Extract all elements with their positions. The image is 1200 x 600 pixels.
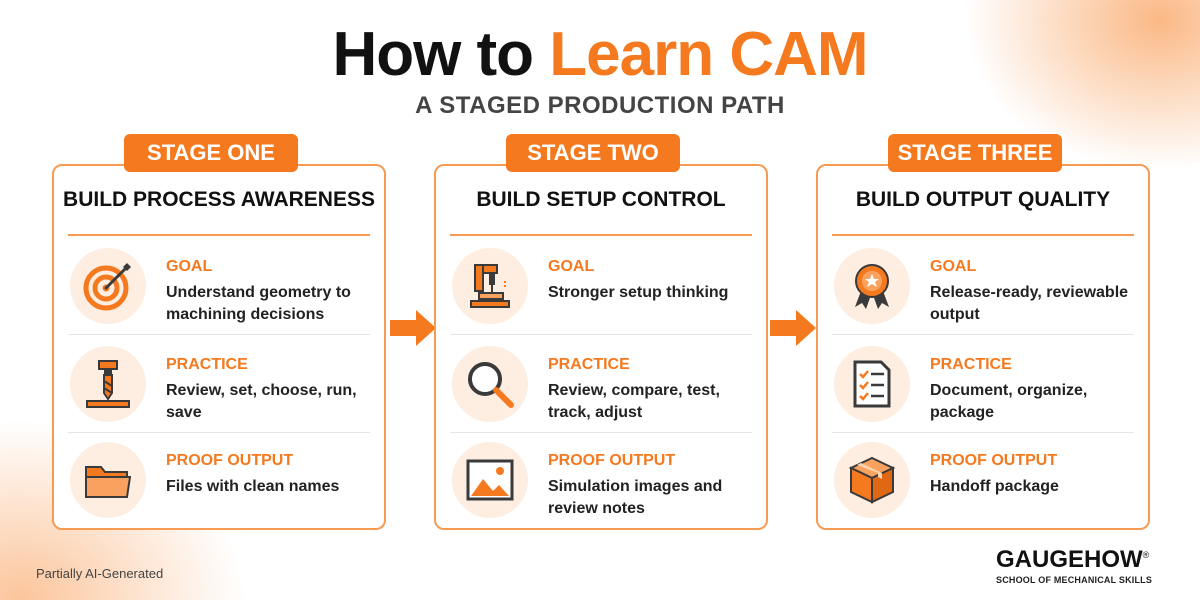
row-label: GOAL [930,258,977,275]
row-divider [450,432,752,433]
brand-tagline: SCHOOL OF MECHANICAL SKILLS [996,575,1153,585]
award-ribbon-icon [834,248,910,324]
row-text: Review, compare, test, track, adjust [548,382,720,421]
row-text: Release-ready, reviewable output [930,284,1129,323]
row-text: Simulation images and review notes [548,478,723,517]
row-divider [68,334,370,335]
drill-icon [70,346,146,422]
arrow-right-icon [390,310,436,346]
brand-name: GAUGEHOW® [996,546,1150,573]
row-text: Handoff package [930,478,1059,495]
title-accent: Learn CAM [549,20,868,89]
stage-row-proof: PROOF OUTPUT Handoff package [832,432,1134,528]
row-text: Files with clean names [166,478,340,495]
stage-row-practice: PRACTICE Review, compare, test, track, a… [450,336,752,432]
row-label: GOAL [166,258,213,275]
page-subtitle: A STAGED PRODUCTION PATH [415,92,785,119]
row-text: Understand geometry to machining decisio… [166,284,351,323]
stage-row-goal: GOAL Understand geometry to machining de… [68,238,370,334]
row-label: PROOF OUTPUT [548,452,676,469]
heading-divider [68,234,370,236]
stage-badge-three: STAGE THREE [888,134,1062,172]
stage-row-proof: PROOF OUTPUT Files with clean names [68,432,370,528]
folder-icon [70,442,146,518]
row-text: Document, organize, package [930,382,1088,421]
row-label: PRACTICE [930,356,1012,373]
stage-card-three: BUILD OUTPUT QUALITY GOAL Release-ready,… [816,164,1150,530]
stage-row-goal: GOAL Stronger setup thinking [450,238,752,334]
row-label: PRACTICE [166,356,248,373]
stage-heading: BUILD PROCESS AWARENESS [63,188,375,211]
row-divider [832,334,1134,335]
stage-row-practice: PRACTICE Document, organize, package [832,336,1134,432]
stage-row-practice: PRACTICE Review, set, choose, run, save [68,336,370,432]
stage-badge-one: STAGE ONE [124,134,298,172]
target-icon [70,248,146,324]
row-divider [68,432,370,433]
stage-card-two: BUILD SETUP CONTROL GOAL Stronger setup … [434,164,768,530]
image-icon [452,442,528,518]
stage-row-proof: PROOF OUTPUT Simulation images and revie… [450,432,752,528]
row-text: Stronger setup thinking [548,284,729,301]
stage-row-goal: GOAL Release-ready, reviewable output [832,238,1134,334]
heading-divider [832,234,1134,236]
row-text: Review, set, choose, run, save [166,382,357,421]
row-divider [450,334,752,335]
registered-mark: ® [1142,550,1150,560]
arrow-right-icon [770,310,816,346]
stage-heading: BUILD OUTPUT QUALITY [855,188,1111,211]
brand-logo: GAUGEHOW® SCHOOL OF MECHANICAL SKILLS [996,542,1166,586]
row-divider [832,432,1134,433]
checklist-icon [834,346,910,422]
row-label: PROOF OUTPUT [930,452,1058,469]
row-label: PRACTICE [548,356,630,373]
title-prefix: How to [332,20,550,89]
row-label: GOAL [548,258,595,275]
magnifier-icon [452,346,528,422]
stage-heading: BUILD SETUP CONTROL [476,188,726,211]
stage-badge-two: STAGE TWO [506,134,680,172]
row-label: PROOF OUTPUT [166,452,294,469]
heading-divider [450,234,752,236]
package-box-icon [834,442,910,518]
stage-card-one: BUILD PROCESS AWARENESS GOAL Understand … [52,164,386,530]
page-title: How to Learn CAM [0,20,1200,90]
ai-generated-note: Partially AI-Generated [36,566,164,581]
machine-setup-icon [452,248,528,324]
